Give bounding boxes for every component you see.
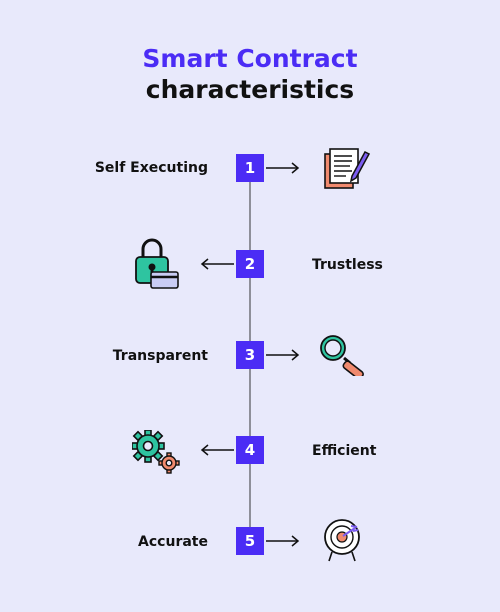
- arrow-right-icon: [266, 535, 300, 547]
- step-label: Self Executing: [94, 160, 208, 176]
- padlock-card-icon: [135, 238, 179, 289]
- documents-pen-icon: [324, 148, 370, 189]
- step-label: Accurate: [138, 534, 208, 550]
- arrow-right-icon: [266, 349, 300, 361]
- step-label: Trustless: [312, 257, 383, 273]
- magnifier-icon: [320, 335, 364, 376]
- title-line-1: Smart Contract: [142, 44, 358, 73]
- step-number-badge: 4: [236, 436, 264, 464]
- step-number-badge: 5: [236, 527, 264, 555]
- step-number-badge: 3: [236, 341, 264, 369]
- step-label: Efficient: [312, 443, 377, 459]
- arrow-left-icon: [200, 258, 234, 270]
- step-label: Transparent: [112, 348, 208, 364]
- title-line-2: characteristics: [145, 75, 355, 104]
- step-number-badge: 1: [236, 154, 264, 182]
- step-number-badge: 2: [236, 250, 264, 278]
- target-icon: [324, 519, 360, 562]
- arrow-right-icon: [266, 162, 300, 174]
- arrow-left-icon: [200, 444, 234, 456]
- gears-icon: [132, 430, 180, 474]
